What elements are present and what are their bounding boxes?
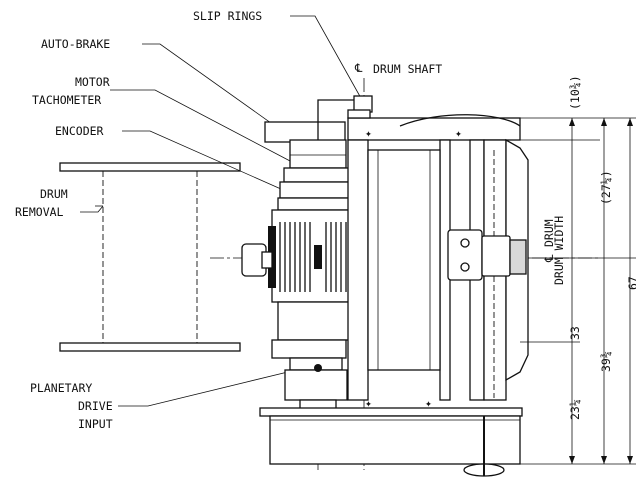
- dim-27-1-4: (27¼): [599, 170, 613, 205]
- dim-67: 67: [626, 276, 636, 290]
- winch-frame: ✦ ✦ ✦ ✦: [259, 95, 529, 477]
- centerline-drum-symbol: ℄: [542, 254, 556, 263]
- dimensions: (10¾) (27¼) 33 39¾ 23¼ 67 ℄ DRUM DRUM WI…: [520, 75, 636, 465]
- label-auto-brake: AUTO-BRAKE: [41, 37, 110, 51]
- label-motor: MOTOR: [75, 75, 110, 89]
- label-drum-shaft: DRUM SHAFT: [373, 62, 442, 76]
- svg-text:✦: ✦: [365, 126, 372, 140]
- label-planetary: PLANETARY: [30, 381, 92, 395]
- dim-23-1-4: 23¼: [568, 399, 582, 420]
- label-drive: DRIVE: [78, 399, 113, 413]
- label-slip-rings: SLIP RINGS: [193, 9, 262, 23]
- svg-text:✦: ✦: [365, 396, 372, 410]
- drum-removal-outline: [59, 162, 241, 352]
- dim-10-3-4: (10¾): [568, 75, 582, 110]
- label-drum-width: DRUM WIDTH: [552, 216, 566, 285]
- svg-text:✦: ✦: [455, 126, 462, 140]
- dim-33: 33: [568, 326, 582, 340]
- label-input: INPUT: [78, 417, 113, 431]
- label-drum-removal-2: REMOVAL: [15, 205, 64, 219]
- label-drum-center: DRUM: [542, 219, 556, 247]
- label-tachometer: TACHOMETER: [32, 93, 101, 107]
- centerline-symbol: ℄: [354, 61, 363, 75]
- label-drum-removal-1: DRUM: [40, 187, 68, 201]
- svg-text:✦: ✦: [425, 396, 432, 410]
- dim-39-3-4: 39¾: [599, 351, 613, 372]
- label-encoder: ENCODER: [55, 124, 104, 138]
